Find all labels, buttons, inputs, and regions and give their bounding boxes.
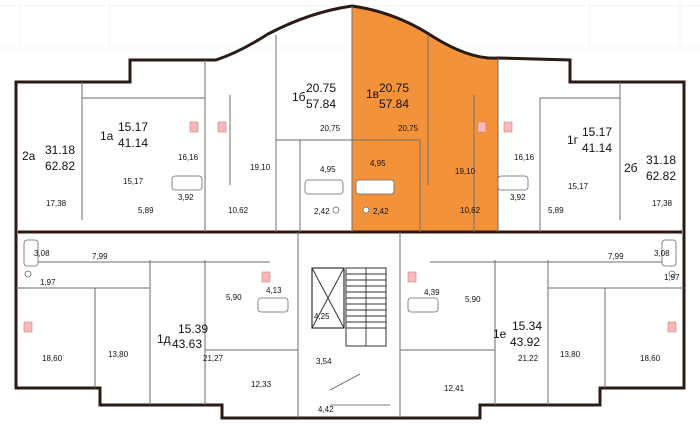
room-area: 5,90 (226, 293, 242, 302)
room-area: 3,54 (316, 357, 332, 366)
apt-1e-living: 15.34 (512, 319, 542, 333)
room-area-labels: 20,75 20,75 19,10 19,10 4,95 4,95 2,42 2… (34, 124, 680, 414)
apartment-1v-highlight[interactable] (351, 5, 499, 233)
room-area: 12,41 (444, 384, 465, 393)
room-area: 4,25 (314, 312, 330, 321)
room-area: 18,60 (640, 354, 661, 363)
room-area: 20,75 (320, 124, 341, 133)
bathroom-fixtures (23, 121, 677, 333)
room-area: 13,80 (560, 350, 581, 359)
room-area: 4,42 (318, 405, 334, 414)
room-area: 16,16 (178, 153, 199, 162)
room-area: 17,38 (46, 199, 67, 208)
apt-1b-total: 57.84 (306, 97, 336, 111)
room-area: 4,13 (266, 286, 282, 295)
room-area: 1,97 (664, 273, 680, 282)
room-area: 4,95 (320, 165, 336, 174)
apt-1a-total: 41.14 (118, 136, 148, 150)
room-area: 21,22 (518, 354, 539, 363)
room-area: 10,62 (228, 206, 249, 215)
room-area: 2,42 (314, 207, 330, 216)
apt-2b-living: 31.18 (646, 153, 676, 167)
room-area: 7,99 (92, 252, 108, 261)
room-area: 3,08 (34, 249, 50, 258)
apt-2a-total: 62.82 (45, 159, 75, 173)
apt-1g-living: 15.17 (582, 125, 612, 139)
room-area: 15,17 (568, 182, 589, 191)
room-area: 16,16 (514, 153, 535, 162)
room-area: 2,42 (373, 207, 389, 216)
apt-2a-living: 31.18 (45, 143, 75, 157)
apt-2a-code: 2а (22, 149, 36, 163)
apt-1a-code: 1а (100, 129, 114, 143)
apt-1d-code: 1д (157, 332, 171, 346)
room-area: 3,92 (178, 193, 194, 202)
apt-1g-code: 1г (567, 133, 579, 147)
room-area: 18,60 (42, 354, 63, 363)
room-area: 3,08 (654, 249, 670, 258)
room-area: 20,75 (398, 124, 419, 133)
apt-1g-total: 41.14 (582, 141, 612, 155)
room-area: 5,90 (465, 295, 481, 304)
apt-1e-total: 43.92 (510, 335, 540, 349)
room-area: 4,39 (424, 288, 440, 297)
room-area: 5,89 (138, 206, 154, 215)
room-area: 10,62 (460, 206, 481, 215)
apt-2b-code: 2б (624, 161, 638, 175)
room-area: 1,97 (40, 278, 56, 287)
apt-2b-total: 62.82 (646, 169, 676, 183)
apt-1d-living: 15.39 (178, 322, 208, 336)
room-area: 5,89 (548, 206, 564, 215)
outer-walls (14, 4, 686, 420)
stair-core (311, 267, 390, 406)
apt-1e-code: 1е (493, 327, 507, 341)
room-area: 12,33 (251, 380, 272, 389)
apartment-labels: 2а 31.18 62.82 1а 15.17 41.14 1б 20.75 5… (22, 81, 676, 351)
partitions (16, 35, 684, 405)
apt-1d-total: 43.63 (172, 337, 202, 351)
room-area: 21,27 (203, 354, 224, 363)
room-area: 7,99 (608, 252, 624, 261)
room-area: 4,95 (370, 159, 386, 168)
room-area: 19,10 (455, 167, 476, 176)
room-area: 15,17 (123, 177, 144, 186)
apt-1v-code: 1в (366, 87, 379, 101)
apt-1b-code: 1б (292, 90, 306, 104)
apt-1v-living: 20.75 (379, 81, 409, 95)
room-area: 13,80 (108, 350, 129, 359)
room-area: 3,92 (510, 193, 526, 202)
room-area: 19,10 (250, 163, 271, 172)
apt-1b-living: 20.75 (306, 81, 336, 95)
apt-1v-total: 57.84 (379, 97, 409, 111)
room-area: 17,38 (652, 199, 673, 208)
apt-1a-living: 15.17 (118, 120, 148, 134)
